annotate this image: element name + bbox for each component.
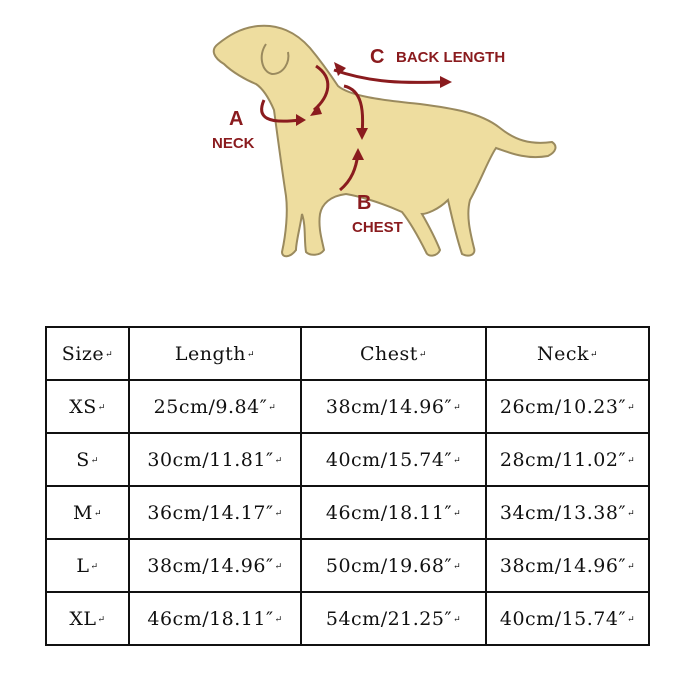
length-cell: 30cm/11.81″ <box>147 449 282 471</box>
dog-silhouette <box>212 24 557 258</box>
neck-cell: 38cm/14.96″ <box>500 555 635 577</box>
chest-cell: 50cm/19.68″ <box>326 555 461 577</box>
length-cell: 46cm/18.11″ <box>147 608 282 630</box>
table-row: M 36cm/14.17″ 46cm/18.11″ 34cm/13.38″ <box>45 485 650 540</box>
neck-letter: A <box>229 108 244 130</box>
dog-measurement-diagram: C BACK LENGTH A NECK B CHEST <box>0 0 680 300</box>
table-row: S 30cm/11.81″ 40cm/15.74″ 28cm/11.02″ <box>45 432 650 487</box>
table-row: XS 25cm/9.84″ 38cm/14.96″ 26cm/10.23″ <box>45 379 650 434</box>
chest-letter: B <box>357 192 372 214</box>
chest-label: CHEST <box>352 219 403 236</box>
arrow-heads <box>296 62 452 160</box>
neck-cell: 34cm/13.38″ <box>500 502 635 524</box>
dog-illustration <box>212 24 557 258</box>
header-length: Length <box>175 343 255 365</box>
neck-label: NECK <box>212 135 255 152</box>
chest-cell: 40cm/15.74″ <box>326 449 461 471</box>
size-chart-table: Size Length Chest Neck XS 25cm/9.84″ 38c… <box>45 326 650 646</box>
chest-cell: 46cm/18.11″ <box>326 502 461 524</box>
size-cell: S <box>76 449 99 471</box>
header-size: Size <box>62 343 113 365</box>
header-chest: Chest <box>360 343 427 365</box>
neck-cell: 40cm/15.74″ <box>500 608 635 630</box>
table-row: L 38cm/14.96″ 50cm/19.68″ 38cm/14.96″ <box>45 538 650 593</box>
back-length-letter: C <box>370 46 385 68</box>
neck-cell: 26cm/10.23″ <box>500 396 635 418</box>
size-cell: XS <box>69 396 106 418</box>
table-header-row: Size Length Chest Neck <box>45 326 650 381</box>
length-cell: 38cm/14.96″ <box>147 555 282 577</box>
neck-cell: 28cm/11.02″ <box>500 449 635 471</box>
size-cell: M <box>73 502 102 524</box>
chest-cell: 54cm/21.25″ <box>326 608 461 630</box>
dog-ear <box>260 43 290 76</box>
length-cell: 36cm/14.17″ <box>147 502 282 524</box>
table-row: XL 46cm/18.11″ 54cm/21.25″ 40cm/15.74″ <box>45 591 650 646</box>
header-neck: Neck <box>537 343 598 365</box>
size-cell: XL <box>69 608 105 630</box>
size-cell: L <box>76 555 98 577</box>
chest-cell: 38cm/14.96″ <box>326 396 461 418</box>
length-cell: 25cm/9.84″ <box>154 396 277 418</box>
back-length-label: BACK LENGTH <box>396 49 506 66</box>
